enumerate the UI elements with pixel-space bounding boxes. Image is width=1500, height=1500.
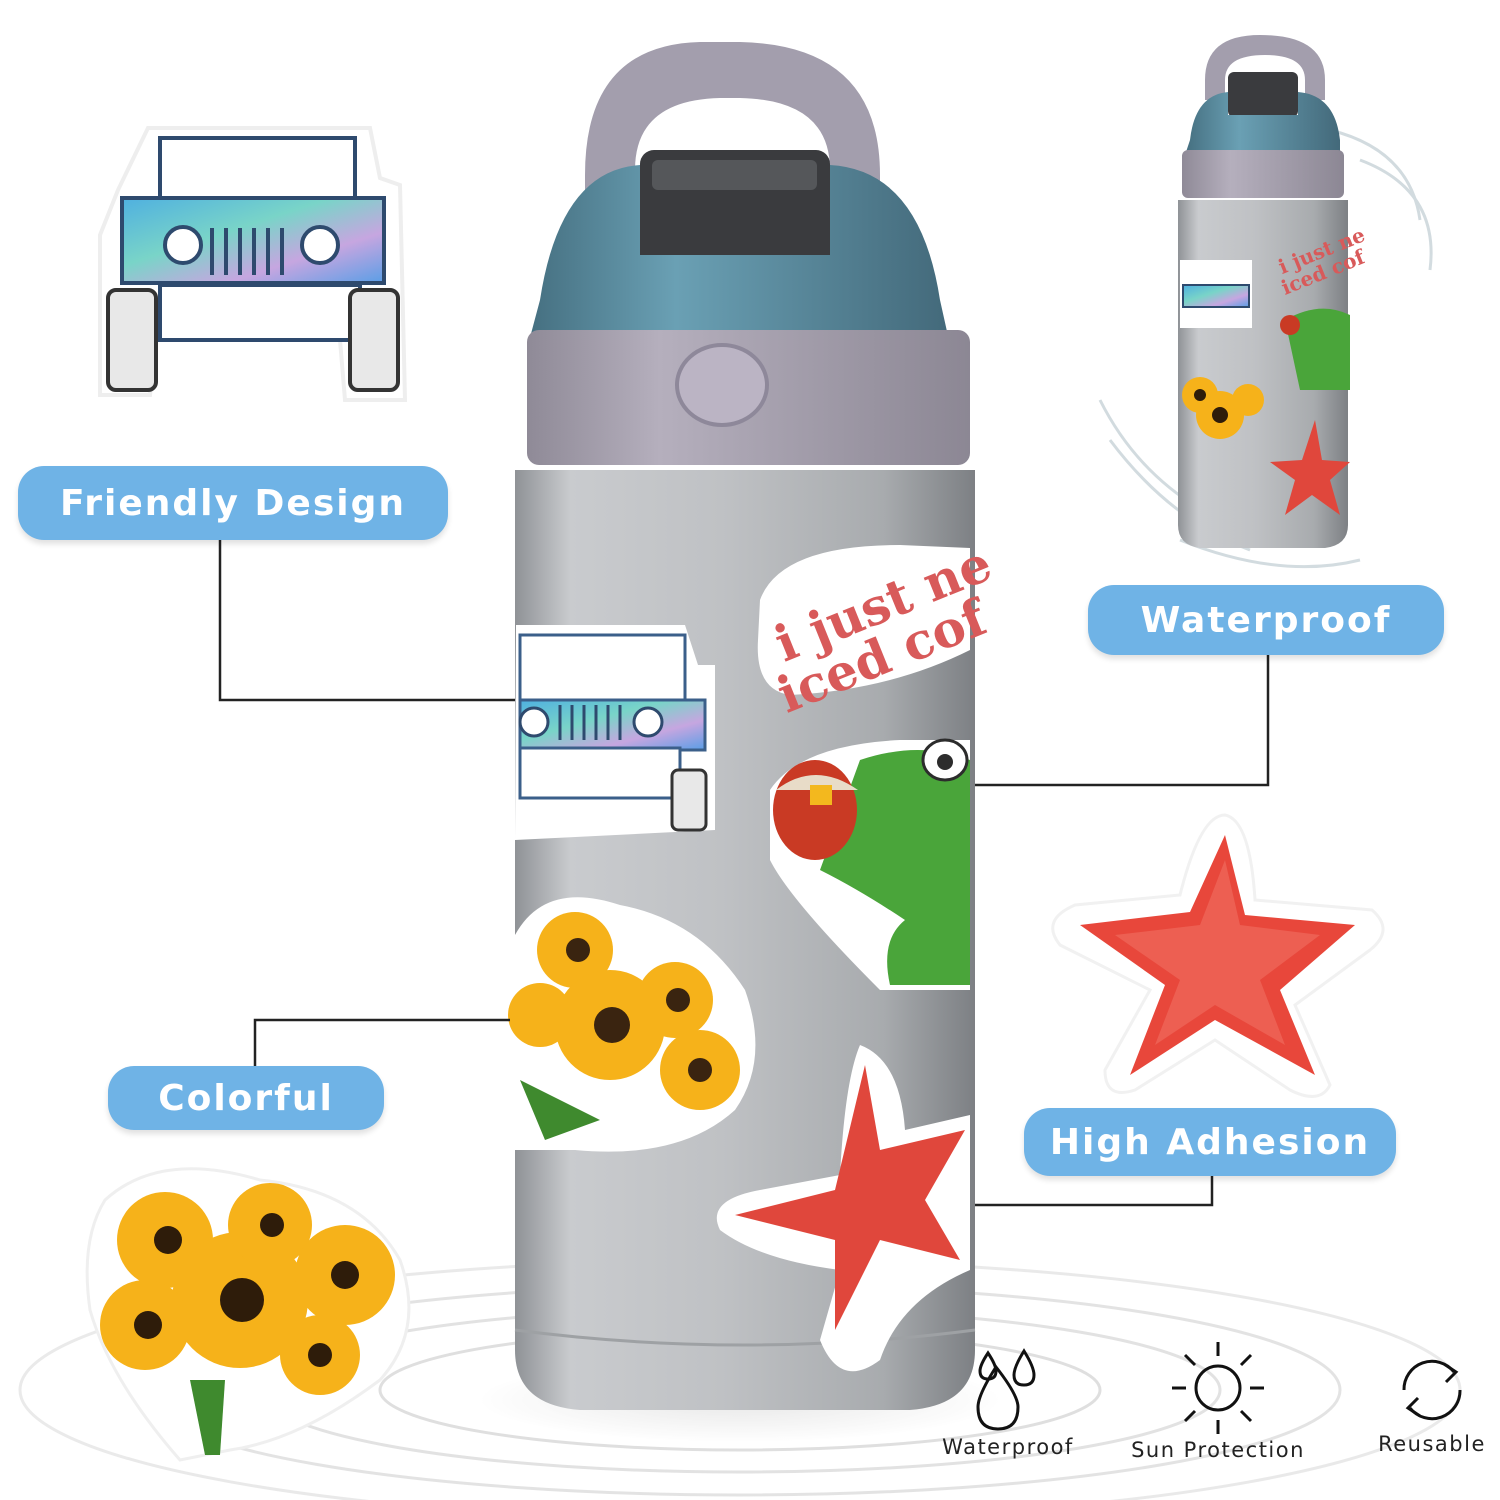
waterproof-feature-label: Waterproof <box>942 1435 1074 1459</box>
waterproof-label: Waterproof <box>1088 585 1444 655</box>
frog-sticker-on-bottle <box>770 738 970 990</box>
reusable-feature: Reusable <box>1372 1348 1492 1456</box>
small-bottle-splash: i just ne iced cof <box>1098 35 1433 569</box>
friendly-design-label: Friendly Design <box>18 466 448 540</box>
starfish-sticker <box>1051 813 1385 1098</box>
recycle-arrows-icon <box>1402 1359 1462 1421</box>
colorful-label: Colorful <box>108 1066 384 1130</box>
sunflower-sticker <box>85 1167 411 1462</box>
jeep-sticker-on-bottle <box>515 625 715 840</box>
jeep-sticker <box>98 126 408 402</box>
sun-protection-label: Sun Protection <box>1131 1438 1305 1462</box>
water-drops-icon <box>976 1348 1036 1431</box>
sunflower-sticker-on-bottle <box>508 897 756 1152</box>
sun-protection-feature: Sun Protection <box>1128 1338 1308 1462</box>
high-adhesion-label: High Adhesion <box>1024 1108 1396 1176</box>
starfish-sticker-on-bottle <box>716 1045 970 1372</box>
waterproof-feature: Waterproof <box>938 1345 1078 1459</box>
connector-lines <box>218 540 1270 1207</box>
sun-icon <box>1172 1342 1264 1434</box>
reusable-label: Reusable <box>1378 1432 1486 1456</box>
